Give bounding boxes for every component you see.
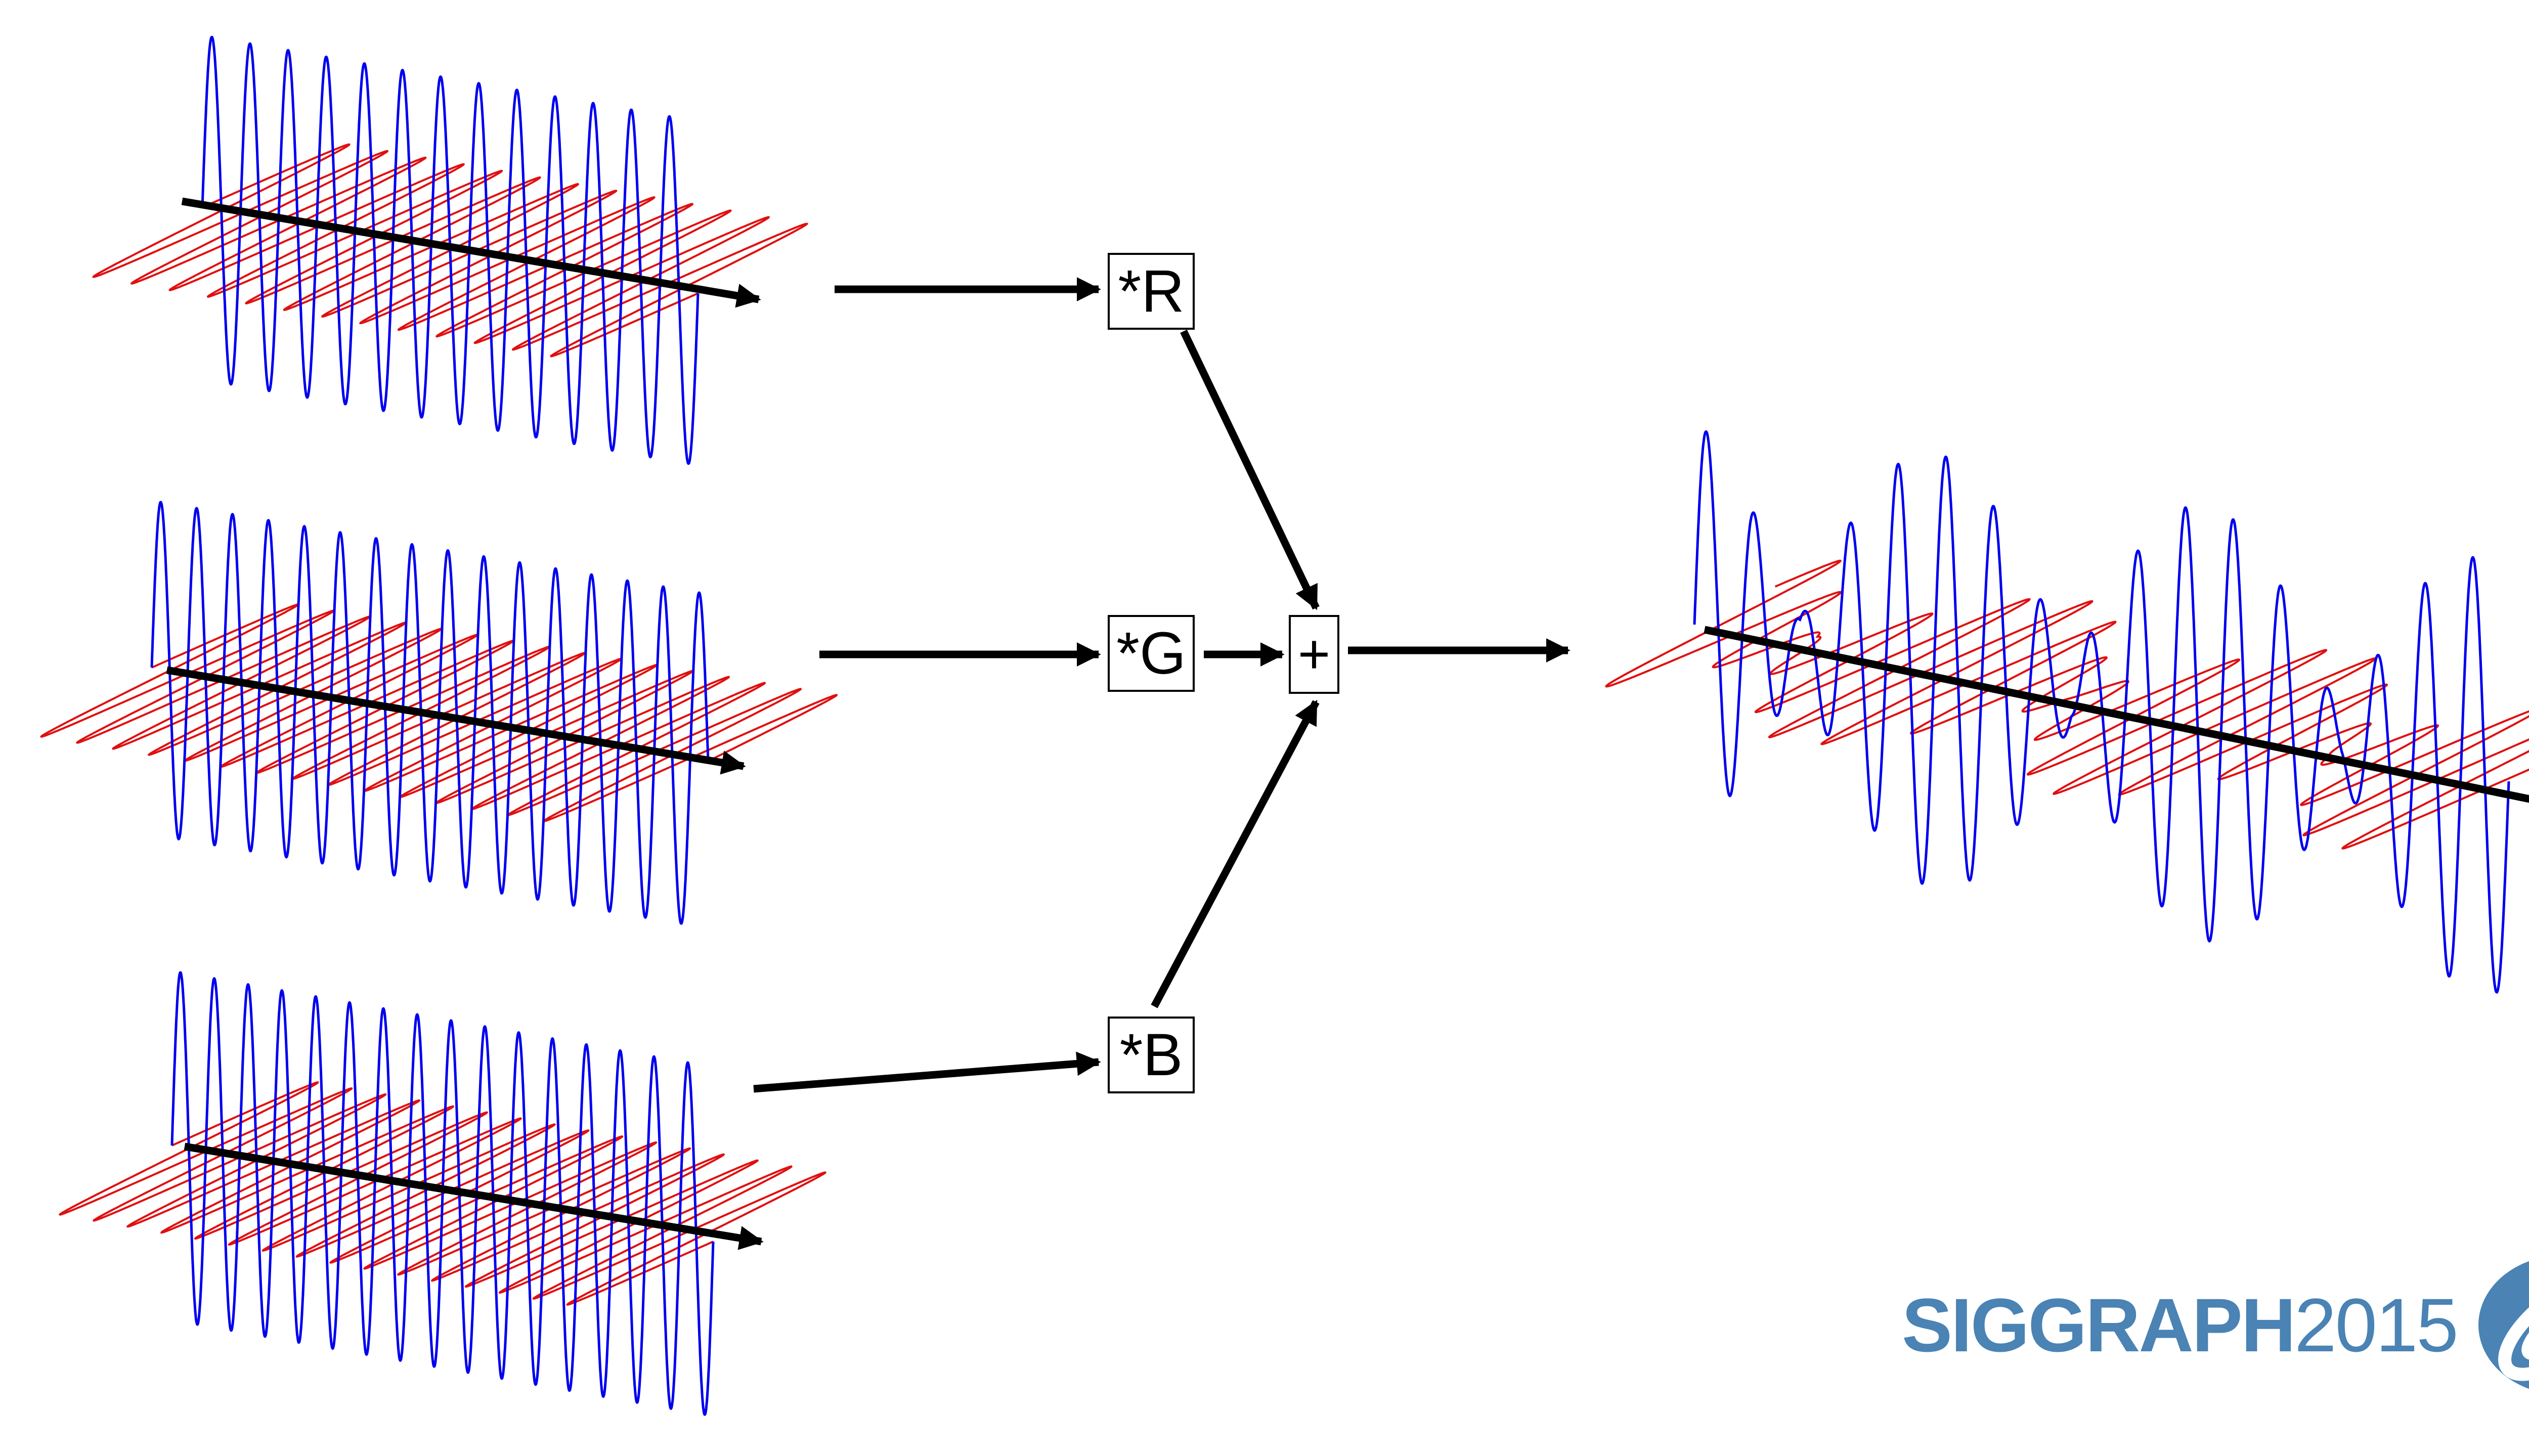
output-wave	[1606, 431, 2529, 992]
arrow-blue-to-op	[754, 1062, 1099, 1089]
siggraph-logo: SIGGRAPH2015	[1902, 1269, 2529, 1381]
logo-name: SIGGRAPH	[1902, 1283, 2294, 1367]
arrow-r-to-sum	[1184, 331, 1316, 608]
sum-operator-box: +	[1289, 615, 1339, 694]
logo-year: 2015	[2294, 1283, 2457, 1367]
output-wave-axis-arrow	[1705, 630, 2529, 804]
green-operator-box: *G	[1108, 615, 1195, 692]
red-input-wave	[94, 37, 807, 463]
red-operator-box: *R	[1108, 253, 1195, 330]
green-operator-label: *G	[1116, 624, 1186, 683]
siggraph-emblem-icon	[2477, 1254, 2529, 1396]
blue-operator-box: *B	[1108, 1017, 1195, 1093]
sum-operator-label: +	[1298, 627, 1330, 682]
blue-input-wave	[60, 973, 825, 1415]
green-input-wave	[41, 502, 837, 923]
arrow-b-to-sum	[1154, 702, 1316, 1006]
siggraph-wordmark: SIGGRAPH2015	[1902, 1282, 2457, 1369]
blue-operator-label: *B	[1120, 1025, 1183, 1085]
red-operator-label: *R	[1118, 261, 1184, 321]
